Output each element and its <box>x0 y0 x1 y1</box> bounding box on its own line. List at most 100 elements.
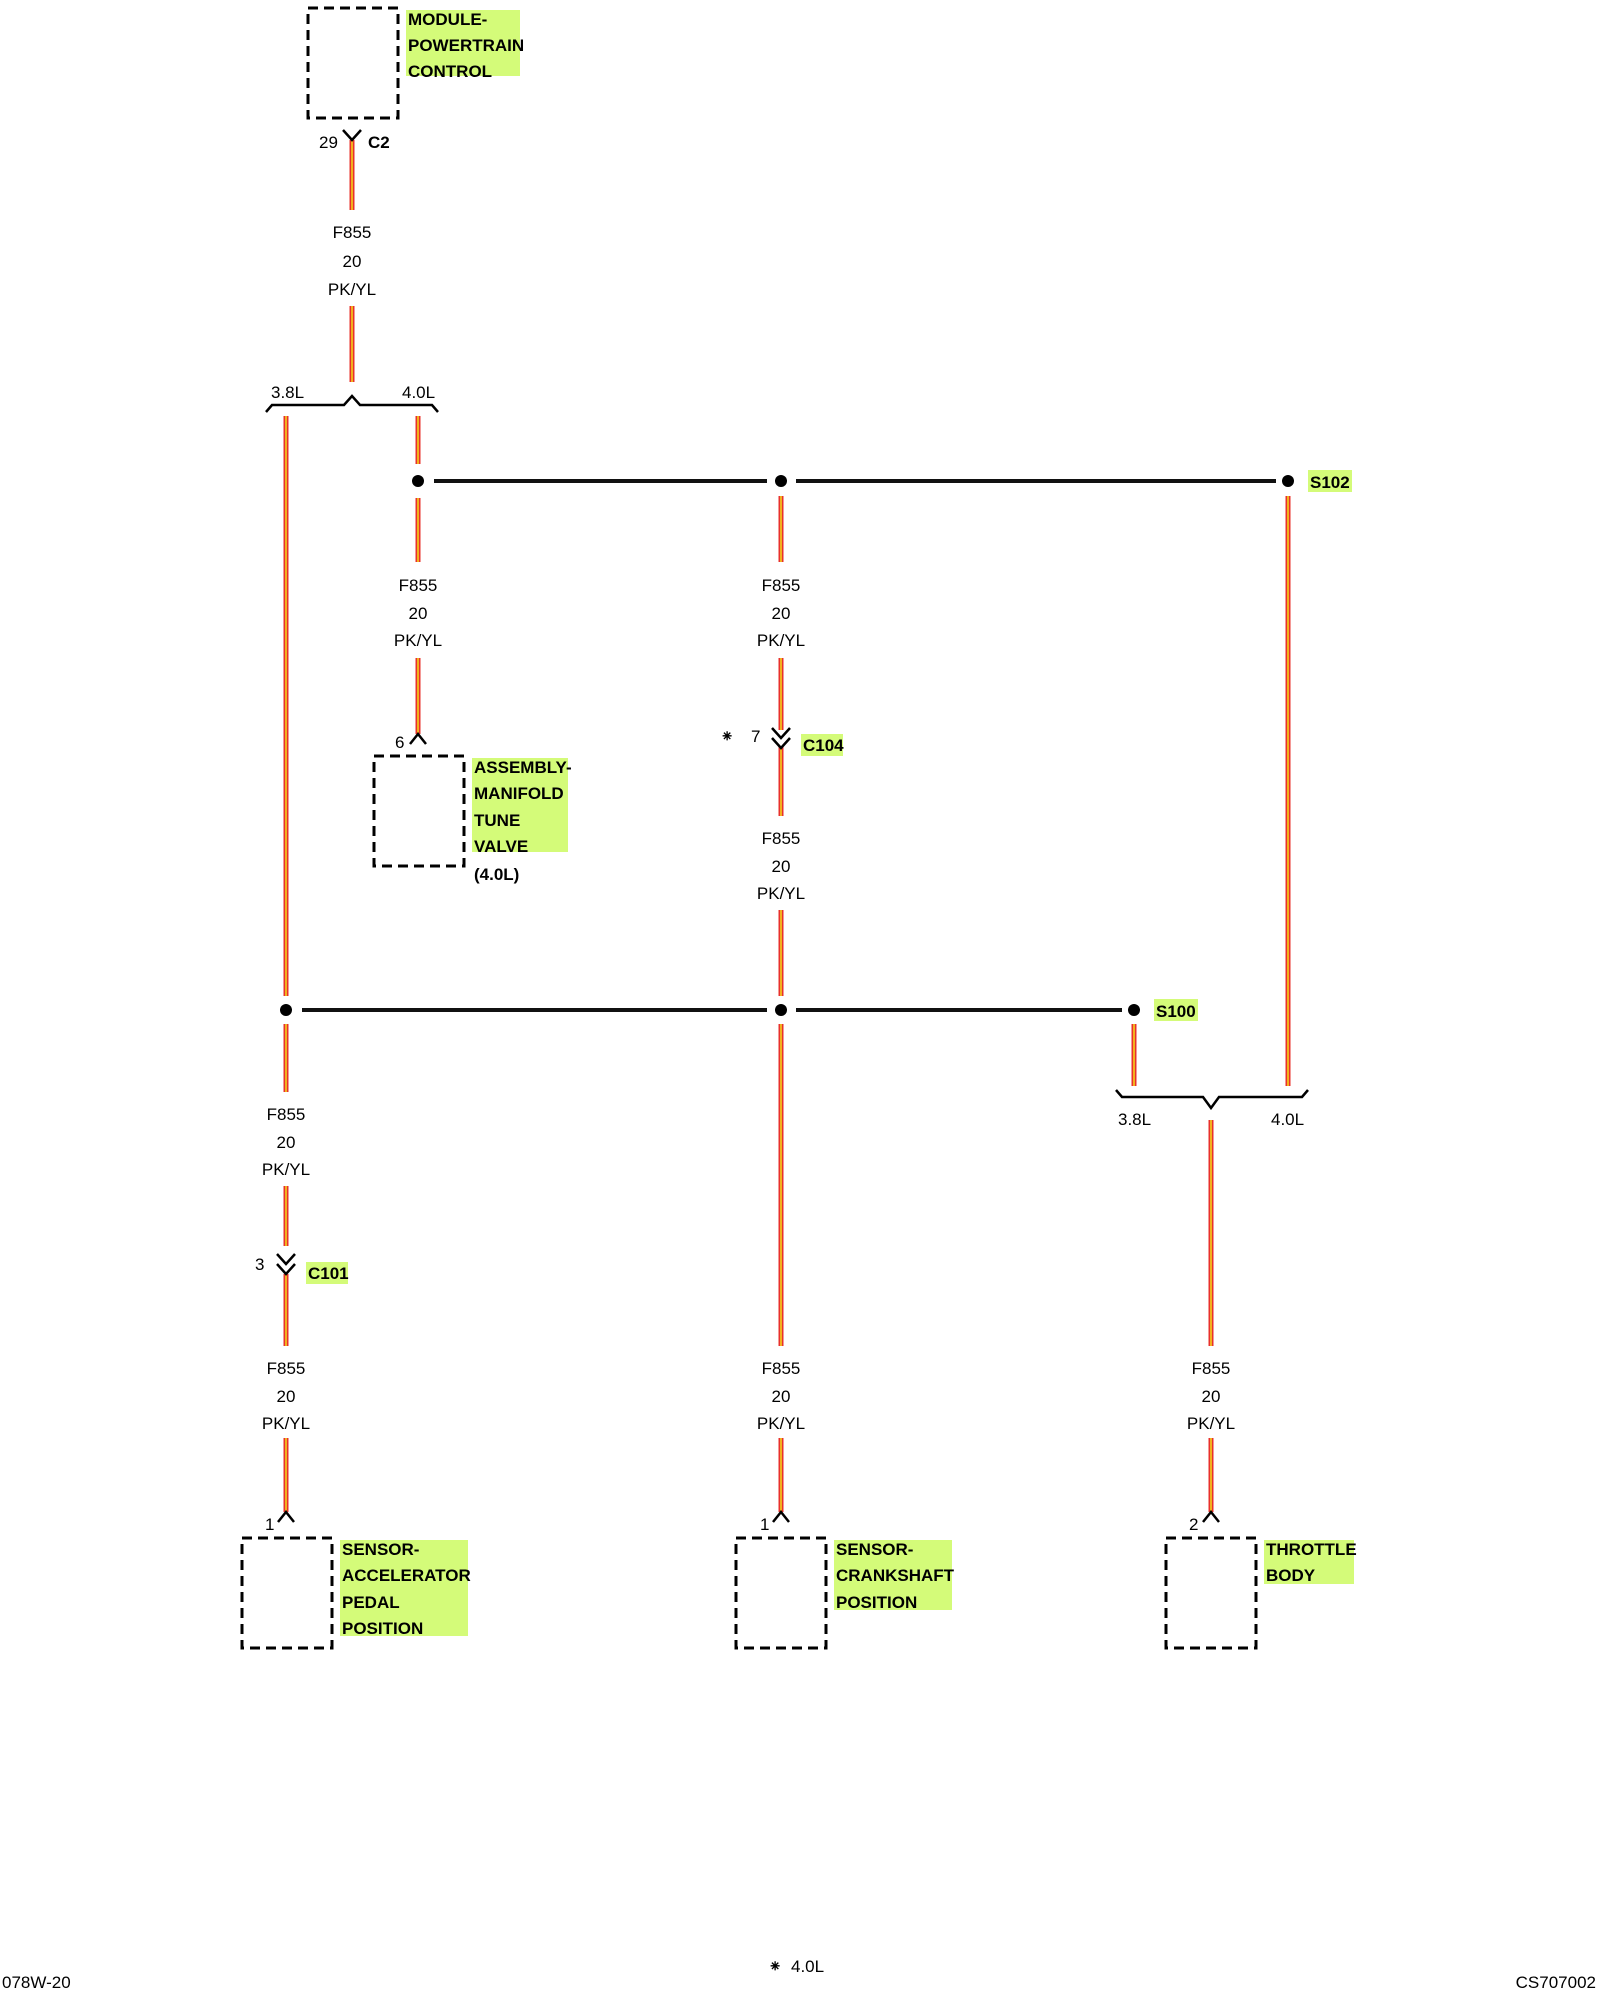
c104-chevron-lower <box>771 737 791 750</box>
app-line-4: POSITION <box>342 1619 423 1638</box>
wire-circuit: F855 <box>399 576 438 595</box>
wire-circuit: F855 <box>1192 1359 1231 1378</box>
mtv-pin-terminal <box>409 731 427 745</box>
pcm-box <box>306 6 400 120</box>
footer-left-code: 078W-20 <box>2 1973 71 1992</box>
wire-label-mid-middle: F855 20 PK/YL <box>757 829 805 903</box>
splice-s102-label: S102 <box>1310 473 1350 492</box>
wire-color: PK/YL <box>757 884 805 903</box>
c104-marker: ⁕ <box>720 727 734 746</box>
connector-c104: ⁕ 7 C104 <box>720 727 844 756</box>
app-line-2: ACCELERATOR <box>342 1566 471 1585</box>
wire-circuit: F855 <box>267 1359 306 1378</box>
pcm-highlight <box>406 10 520 76</box>
tb-line-2: BODY <box>1266 1566 1316 1585</box>
ckp-highlight <box>834 1540 952 1610</box>
pcm-line-3: CONTROL <box>408 62 492 81</box>
wire-circuit: F855 <box>762 829 801 848</box>
tb-box <box>1164 1536 1258 1650</box>
mtv-pin: 6 <box>395 733 404 752</box>
component-manifold-tune-valve: 6 ASSEMBLY- MANIFOLD TUNE VALVE (4.0L) <box>372 731 572 884</box>
mtv-note: (4.0L) <box>474 865 519 884</box>
pcm-line-2: POWERTRAIN <box>408 36 524 55</box>
app-pin: 1 <box>265 1515 274 1534</box>
splice-dot <box>775 475 787 487</box>
app-line-1: SENSOR- <box>342 1540 419 1559</box>
wire-color: PK/YL <box>394 631 442 650</box>
tb-highlight <box>1264 1540 1354 1584</box>
wire-label-throttle: F855 20 PK/YL <box>1187 1359 1235 1433</box>
c101-highlight <box>306 1262 348 1284</box>
ckp-line-2: CRANKSHAFT <box>836 1566 955 1585</box>
connector-c101: 3 C101 <box>255 1253 349 1284</box>
wires <box>283 140 1291 1512</box>
c101-chevron-lower <box>276 1263 296 1276</box>
ckp-line-1: SENSOR- <box>836 1540 913 1559</box>
splice-s100-highlight <box>1154 999 1198 1021</box>
bus-lines <box>302 479 1276 1012</box>
wire-circuit: F855 <box>267 1105 306 1124</box>
ckp-box <box>734 1536 828 1650</box>
tb-pin-terminal <box>1202 1509 1220 1523</box>
footer-note-symbol: ⁕ <box>768 1957 782 1976</box>
wire-gauge: 20 <box>772 1387 791 1406</box>
ckp-pin-terminal <box>772 1509 790 1523</box>
splice-dot <box>412 475 424 487</box>
pcm-pin: 29 <box>319 133 338 152</box>
mtv-line-4: VALVE <box>474 837 528 856</box>
wire-gauge: 20 <box>772 857 791 876</box>
mtv-line-1: ASSEMBLY- <box>474 758 572 777</box>
c101-pin: 3 <box>255 1255 264 1274</box>
footer-note-text: 4.0L <box>791 1957 824 1976</box>
component-pcm: MODULE- POWERTRAIN CONTROL 29 C2 <box>306 6 524 152</box>
app-highlight <box>340 1540 468 1636</box>
wire-circuit: F855 <box>333 223 372 242</box>
splice-dots <box>280 475 1294 1016</box>
branch-right-left-label: 3.8L <box>1118 1110 1151 1129</box>
wire-circuit: F855 <box>762 576 801 595</box>
tb-pin: 2 <box>1189 1515 1198 1534</box>
splice-dot-s102 <box>1282 475 1294 487</box>
wire-gauge: 20 <box>343 252 362 271</box>
splice-dot <box>280 1004 292 1016</box>
branch-top <box>265 394 439 413</box>
wire-label-left-lower: F855 20 PK/YL <box>262 1359 310 1433</box>
mtv-line-2: MANIFOLD <box>474 784 564 803</box>
splice-s100-label: S100 <box>1156 1002 1196 1021</box>
wire-gauge: 20 <box>277 1133 296 1152</box>
branch-top-left-label: 3.8L <box>271 383 304 402</box>
wire-label-left-upper: F855 20 PK/YL <box>262 1105 310 1179</box>
splice-dot-s100 <box>1128 1004 1140 1016</box>
mtv-highlight <box>472 758 568 852</box>
app-box <box>240 1536 334 1650</box>
wire-label-mtv: F855 20 PK/YL <box>394 576 442 650</box>
wire-circuit: F855 <box>762 1359 801 1378</box>
mtv-box <box>372 754 466 868</box>
wire-color: PK/YL <box>328 280 376 299</box>
component-throttle-body: 2 THROTTLE BODY <box>1164 1509 1357 1650</box>
branch-top-right-label: 4.0L <box>402 383 435 402</box>
wire-color: PK/YL <box>262 1160 310 1179</box>
pcm-line-1: MODULE- <box>408 10 487 29</box>
splice-s102-highlight <box>1308 470 1352 492</box>
c104-highlight <box>801 734 843 756</box>
wire-color: PK/YL <box>757 631 805 650</box>
component-ckp-sensor: 1 SENSOR- CRANKSHAFT POSITION <box>734 1509 955 1650</box>
c104-pin: 7 <box>751 727 760 746</box>
c101-label: C101 <box>308 1264 349 1283</box>
wire-gauge: 20 <box>772 604 791 623</box>
wire-label-mid-lower: F855 20 PK/YL <box>757 1359 805 1433</box>
branch-right-right-label: 4.0L <box>1271 1110 1304 1129</box>
ckp-pin: 1 <box>760 1515 769 1534</box>
c104-chevron-upper <box>771 727 791 740</box>
pcm-pin-terminal <box>342 129 362 142</box>
mtv-line-3: TUNE <box>474 811 520 830</box>
c104-label: C104 <box>803 736 844 755</box>
wire-gauge: 20 <box>277 1387 296 1406</box>
ckp-line-3: POSITION <box>836 1593 917 1612</box>
wire-gauge: 20 <box>409 604 428 623</box>
footer: 078W-20 ⁕ 4.0L CS707002 <box>2 1957 1596 1992</box>
tb-line-1: THROTTLE <box>1266 1540 1357 1559</box>
c101-chevron-upper <box>276 1253 296 1266</box>
